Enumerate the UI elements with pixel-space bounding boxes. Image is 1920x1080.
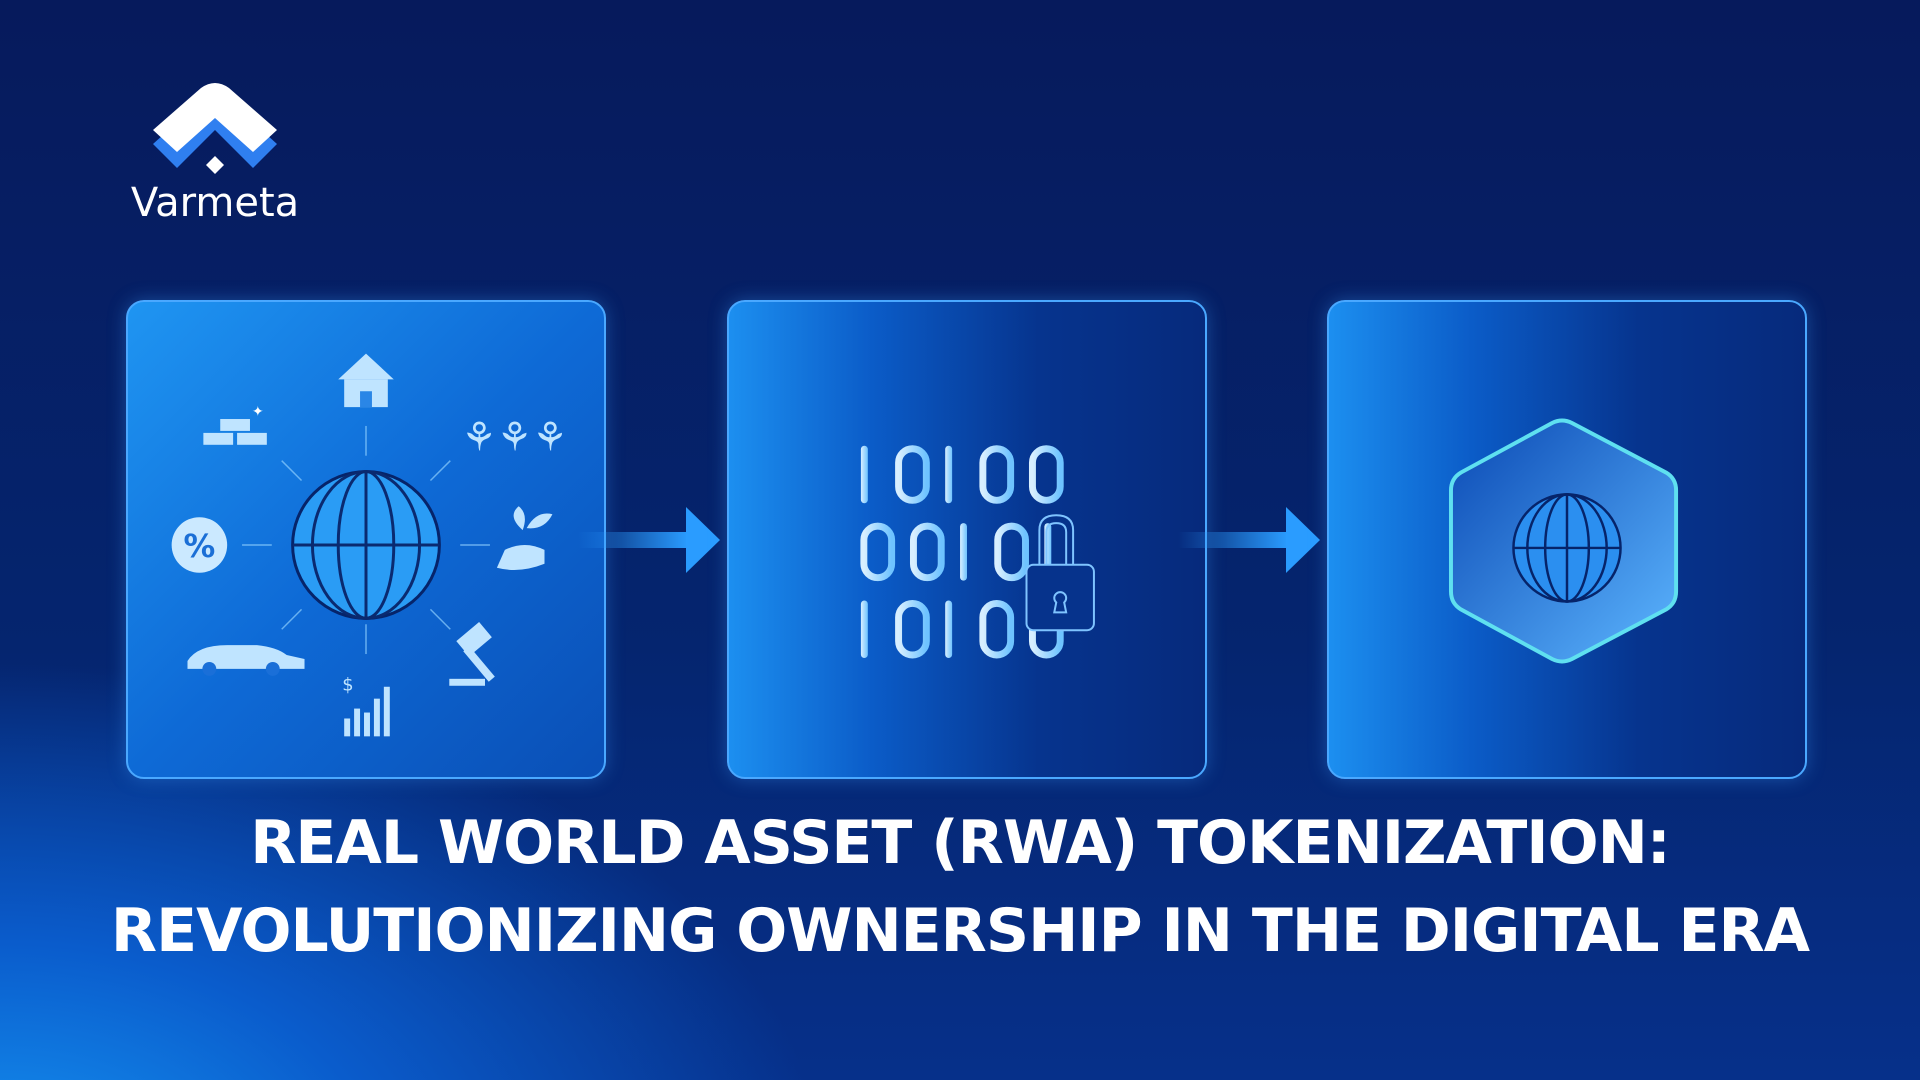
binary-digit-0 <box>895 599 930 659</box>
wheat-icon: ⚘⚘⚘ <box>461 415 568 461</box>
gold-bars-icon: ✦ <box>203 404 267 445</box>
binary-digit-1 <box>945 445 953 504</box>
binary-digit-1 <box>860 445 868 504</box>
svg-text:$: $ <box>342 675 353 696</box>
logo-mark-icon <box>153 83 277 174</box>
binary-digit-0 <box>1028 445 1064 504</box>
binary-digit-0 <box>979 599 1015 659</box>
svg-text:⚘⚘⚘: ⚘⚘⚘ <box>461 415 568 461</box>
arrow-right-icon <box>578 507 720 573</box>
gavel-icon <box>449 622 495 686</box>
svg-text:%: % <box>184 529 216 565</box>
binary-panel <box>727 300 1207 779</box>
binary-digit-0 <box>994 522 1029 582</box>
house-icon <box>338 353 394 408</box>
varmeta-logo: Varmeta <box>125 80 305 226</box>
binary-digit-1 <box>945 600 953 659</box>
plant-hand-icon <box>496 506 553 570</box>
globe-icon <box>1512 493 1622 603</box>
token-panel <box>1327 300 1807 779</box>
headline-line-1: REAL WORLD ASSET (RWA) TOKENIZATION: <box>250 808 1671 878</box>
binary-digit-0 <box>979 445 1015 504</box>
binary-digit-1 <box>960 523 967 581</box>
bar-chart-dollar-icon: $ <box>342 675 390 737</box>
globe-icon <box>291 470 441 620</box>
car-icon <box>187 645 305 676</box>
arrow-right-icon <box>1178 507 1320 573</box>
svg-text:✦: ✦ <box>252 404 264 420</box>
assets-panel: ✦ ⚘⚘⚘ % $ <box>126 300 606 779</box>
percent-icon: % <box>171 517 228 573</box>
binary-digit-0 <box>909 522 945 582</box>
brand-name: Varmeta <box>130 180 300 226</box>
binary-digit-0 <box>895 445 930 504</box>
binary-digit-1 <box>860 600 868 659</box>
headline-line-2: REVOLUTIONIZING OWNERSHIP IN THE DIGITAL… <box>110 896 1810 966</box>
binary-digit-0 <box>860 522 896 582</box>
padlock-icon <box>1025 514 1095 632</box>
